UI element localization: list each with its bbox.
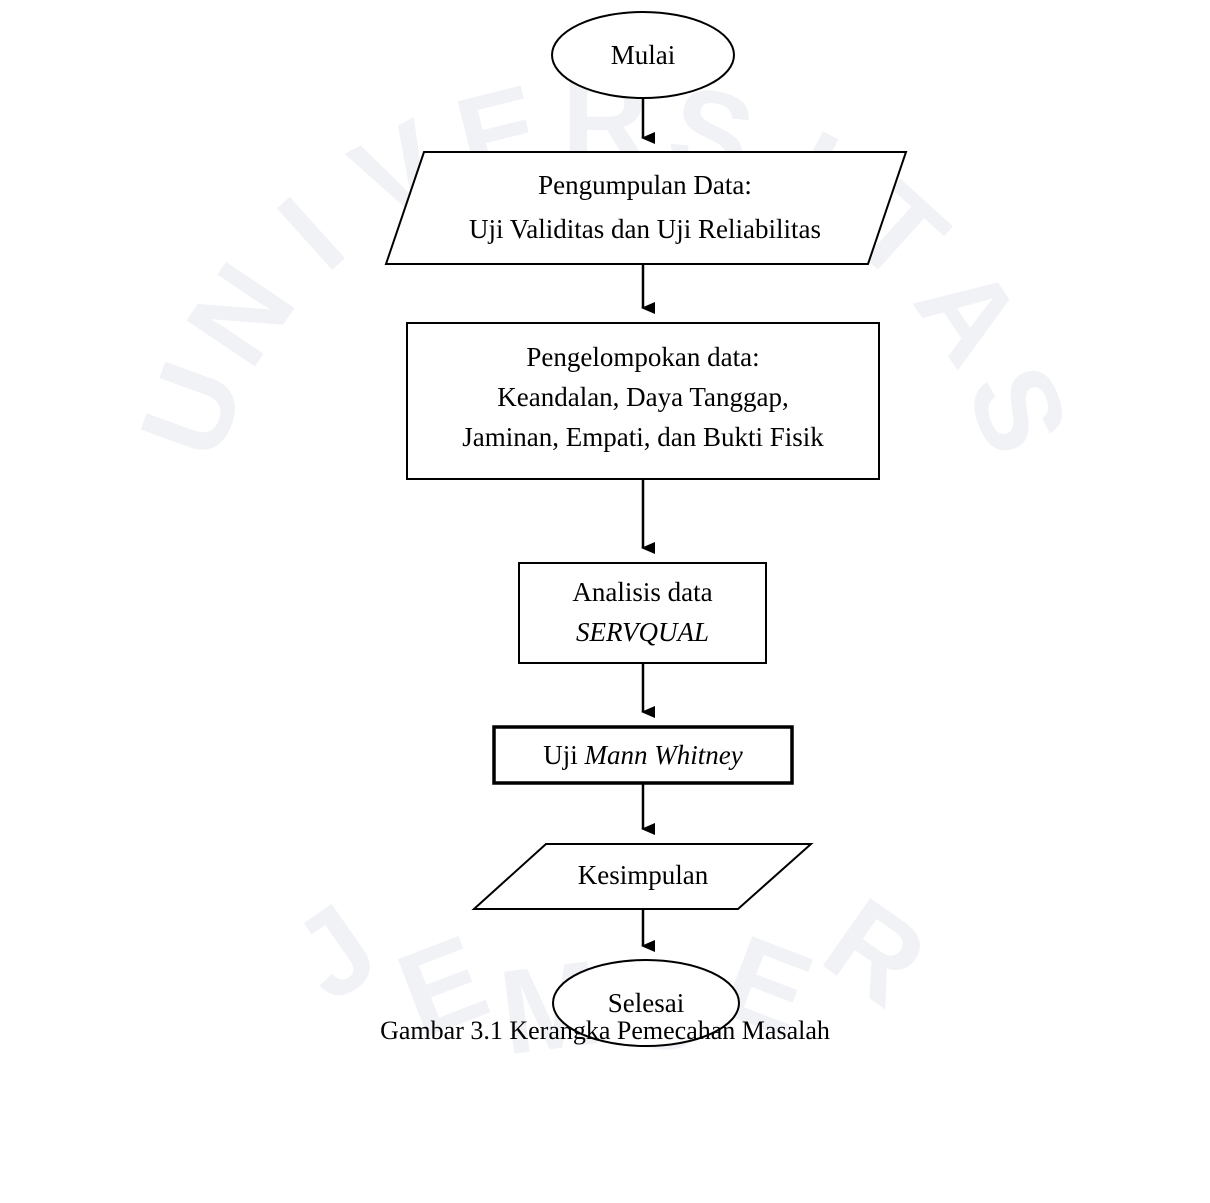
step4-prefix: Uji: [543, 740, 585, 770]
step3-line2: SERVQUAL: [519, 614, 766, 650]
end-terminator: [552, 959, 740, 1047]
step1-line1: Pengumpulan Data:: [538, 170, 752, 200]
step5-label: Kesimpulan: [577, 860, 709, 890]
start-label: Mulai: [610, 40, 676, 70]
step2-line3: Jaminan, Empati, dan Bukti Fisik: [462, 422, 824, 452]
step2-label: Pengelompokan data: Keandalan, Daya Tang…: [407, 339, 879, 455]
step1-label: Pengumpulan Data: Uji Validitas dan Uji …: [400, 167, 890, 247]
step3-line2-italic: SERVQUAL: [576, 617, 709, 647]
step3-label: Analisis data SERVQUAL: [519, 574, 766, 650]
step3-line1: Analisis data: [572, 577, 713, 607]
step2-process-box: [406, 322, 880, 480]
step4-italic: Mann Whitney: [584, 740, 743, 770]
figure-caption: Gambar 3.1 Kerangka Pemecahan Masalah: [380, 1016, 830, 1045]
step2-line2: Keandalan, Daya Tanggap,: [497, 382, 789, 412]
step2-line1: Pengelompokan data:: [526, 342, 760, 372]
step4-label: Uji Mann Whitney: [494, 737, 792, 773]
step1-line2: Uji Validitas dan Uji Reliabilitas: [469, 214, 821, 244]
step5-output-shape: [471, 843, 814, 910]
step4-process-box: [492, 725, 794, 785]
end-label: Selesai: [607, 988, 685, 1018]
step1-input-shape: [384, 151, 908, 265]
